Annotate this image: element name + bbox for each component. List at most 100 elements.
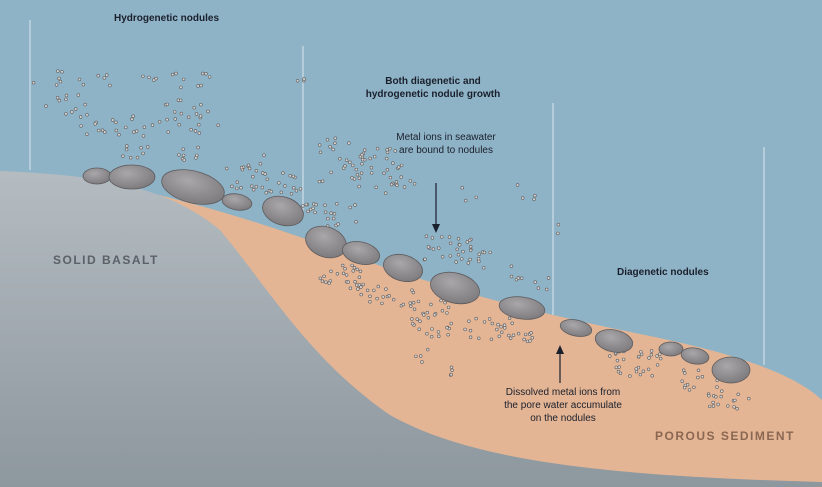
metal-ion-dot: [64, 93, 69, 98]
metal-ion-dot: [351, 269, 355, 273]
metal-ion-dot: [327, 281, 331, 285]
metal-ion-dot: [181, 147, 185, 151]
metal-ion-dot: [196, 84, 200, 88]
metal-ion-dot: [277, 181, 281, 185]
metal-ion-dot: [304, 202, 308, 207]
metal-ion-dot: [516, 331, 521, 336]
metal-ion-dot: [385, 168, 390, 172]
metal-ion-dot: [324, 280, 328, 284]
metal-ion-dot: [258, 162, 263, 166]
metal-ion-dot: [411, 301, 416, 305]
metal-ion-dot: [165, 117, 169, 122]
metal-ion-dot: [357, 176, 362, 180]
metal-ion-dot: [102, 76, 107, 80]
metal-ion-dot: [181, 153, 186, 158]
metal-ion-dot: [641, 369, 646, 373]
metal-ion-dot: [64, 112, 68, 116]
metal-ion-dot: [341, 263, 345, 268]
metal-ion-dot: [402, 185, 407, 189]
metal-ion-dot: [357, 184, 361, 189]
metal-ion-dot: [359, 285, 363, 289]
porous-sediment-label: POROUS SEDIMENT: [655, 429, 795, 443]
metal-ion-dot: [146, 145, 150, 149]
metal-ion-dot: [368, 156, 372, 161]
metal-ion-dot: [60, 70, 64, 74]
metal-ion-dot: [346, 280, 350, 284]
metal-ion-dot: [530, 336, 534, 340]
metal-ion-dot: [385, 156, 389, 161]
metal-ion-dot: [387, 294, 391, 298]
metal-ion-dot: [720, 389, 724, 393]
metal-ion-dot: [448, 241, 453, 246]
metal-ion-dot: [194, 112, 199, 116]
metal-ion-dot: [426, 316, 431, 320]
metal-ion-dot: [225, 166, 229, 171]
nodule: [430, 271, 480, 305]
metal-ion-dot: [533, 193, 537, 198]
metal-ion-dot: [529, 331, 533, 335]
metal-ion-dot: [646, 367, 651, 371]
metal-ion-dot: [445, 311, 449, 315]
metal-ion-dot: [419, 354, 423, 358]
metal-ion-dot: [141, 74, 145, 79]
metal-ion-dot: [370, 171, 374, 175]
metal-ion-dot: [520, 196, 525, 200]
metal-ion-dot: [477, 336, 481, 340]
metal-ion-dot: [173, 117, 178, 121]
metal-ion-dot: [446, 333, 450, 337]
metal-ion-dot: [736, 392, 740, 396]
metal-ion-dot: [692, 385, 696, 389]
metal-ion-dot: [375, 296, 379, 301]
metal-ion-dot: [556, 222, 561, 227]
metal-ion-dot: [355, 267, 359, 272]
metal-ion-dot: [382, 171, 386, 176]
metal-ion-dot: [655, 354, 659, 358]
metal-ion-dot: [216, 123, 220, 127]
metal-ion-dot: [356, 287, 360, 291]
metal-ion-dot: [719, 394, 723, 399]
metal-ion-dot: [519, 276, 524, 280]
metal-ion-dot: [509, 336, 513, 340]
metal-ion-dot: [353, 280, 357, 284]
metal-ion-dot: [687, 388, 692, 392]
metal-ion-dot: [456, 237, 461, 241]
metal-ion-dot: [373, 154, 377, 159]
metal-ion-dot: [348, 286, 353, 290]
metal-ion-dot: [360, 157, 365, 162]
metal-ion-dot: [165, 102, 170, 107]
metal-ion-dot: [294, 189, 299, 193]
metal-ion-dot: [314, 203, 318, 207]
metal-ion-dot: [408, 301, 412, 305]
solid-basalt-region: [0, 171, 822, 487]
metal-ion-dot: [336, 222, 340, 226]
metal-ion-dot: [333, 141, 337, 145]
metal-ion-dot: [711, 400, 715, 405]
metal-ion-dot: [57, 76, 61, 81]
metal-ion-dot: [639, 352, 644, 357]
metal-ion-dot: [363, 148, 367, 152]
metal-ion-dot: [157, 120, 162, 124]
metal-ion-dot: [509, 274, 514, 279]
nodule: [498, 296, 546, 320]
metal-ion-dot: [355, 283, 359, 287]
metal-ion-dot: [298, 187, 303, 191]
metal-ion-dot: [414, 354, 418, 359]
metal-ion-dot: [141, 151, 145, 156]
metal-ion-dot: [680, 379, 684, 383]
metal-ion-dot: [455, 247, 459, 252]
metal-ion-dot: [533, 280, 537, 284]
metal-ion-dot: [179, 85, 183, 90]
metal-ion-dot: [332, 216, 336, 221]
metal-ion-dot: [447, 235, 452, 239]
metal-ion-dot: [416, 299, 421, 304]
metal-ion-dot: [301, 204, 305, 208]
metal-ion-dot: [332, 212, 337, 216]
metal-ion-dot: [235, 180, 240, 184]
metal-ion-dot: [655, 363, 660, 367]
metal-ion-dot: [93, 122, 97, 126]
metal-ion-dot: [500, 330, 504, 334]
metal-ion-dot: [449, 372, 453, 377]
metal-ion-dot: [376, 284, 380, 289]
